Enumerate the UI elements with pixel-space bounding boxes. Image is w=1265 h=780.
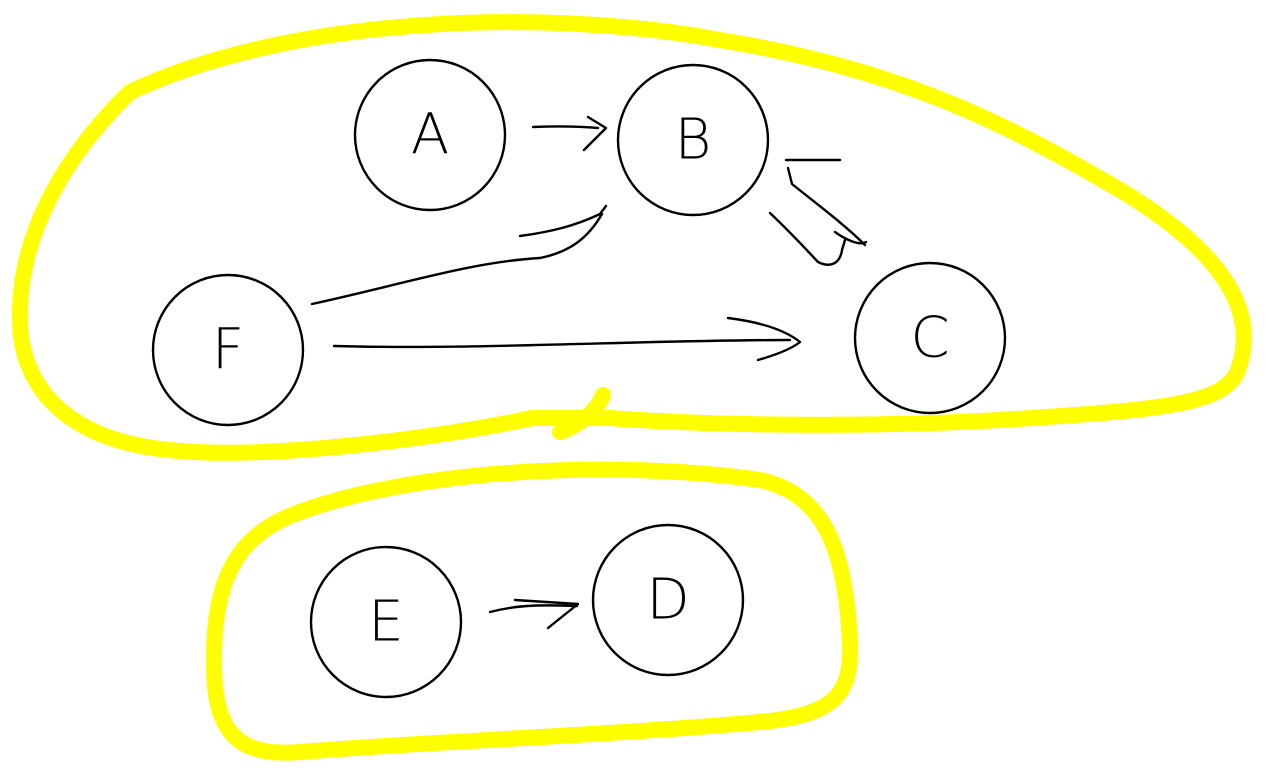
- edge-e-to-d: [488, 598, 580, 630]
- edge-a-to-b: [531, 115, 608, 152]
- edge-c-to-b: [784, 158, 867, 247]
- group-outline-1: [11, 14, 1252, 461]
- node-circle: [353, 58, 507, 212]
- node-label: D: [646, 568, 689, 633]
- node-circle: [616, 63, 770, 217]
- nodes: A B C F E D: [151, 58, 1007, 699]
- arrowhead-icon: [518, 204, 608, 238]
- arrowhead-icon: [513, 598, 580, 630]
- node-label: C: [910, 306, 949, 371]
- edge-line: [332, 338, 792, 349]
- edge-f-to-b: [310, 204, 608, 306]
- node-d: D: [591, 523, 745, 677]
- edge-line: [786, 166, 867, 247]
- edge-line: [310, 212, 604, 306]
- node-label: F: [212, 318, 244, 383]
- node-circle: [309, 545, 463, 699]
- node-c: C: [853, 261, 1007, 415]
- edge-line: [531, 125, 600, 130]
- node-label: E: [368, 590, 403, 655]
- node-circle: [591, 523, 745, 677]
- group-outlines: [11, 14, 1252, 761]
- group-outline-2: [205, 461, 859, 761]
- edges: [310, 115, 868, 630]
- node-f: F: [151, 273, 305, 427]
- arrowhead-icon: [726, 316, 802, 362]
- edge-f-to-c: [332, 316, 802, 362]
- edge-line: [768, 211, 847, 266]
- node-circle: [151, 273, 305, 427]
- arrowhead-icon: [582, 115, 608, 152]
- node-label: A: [411, 103, 449, 168]
- group-outline-1-notch: [552, 387, 611, 440]
- node-label: B: [675, 108, 712, 173]
- node-e: E: [309, 545, 463, 699]
- node-circle: [853, 261, 1007, 415]
- node-a: A: [353, 58, 507, 212]
- edge-b-to-c: [768, 211, 868, 266]
- node-b: B: [616, 63, 770, 217]
- edge-line: [488, 604, 579, 614]
